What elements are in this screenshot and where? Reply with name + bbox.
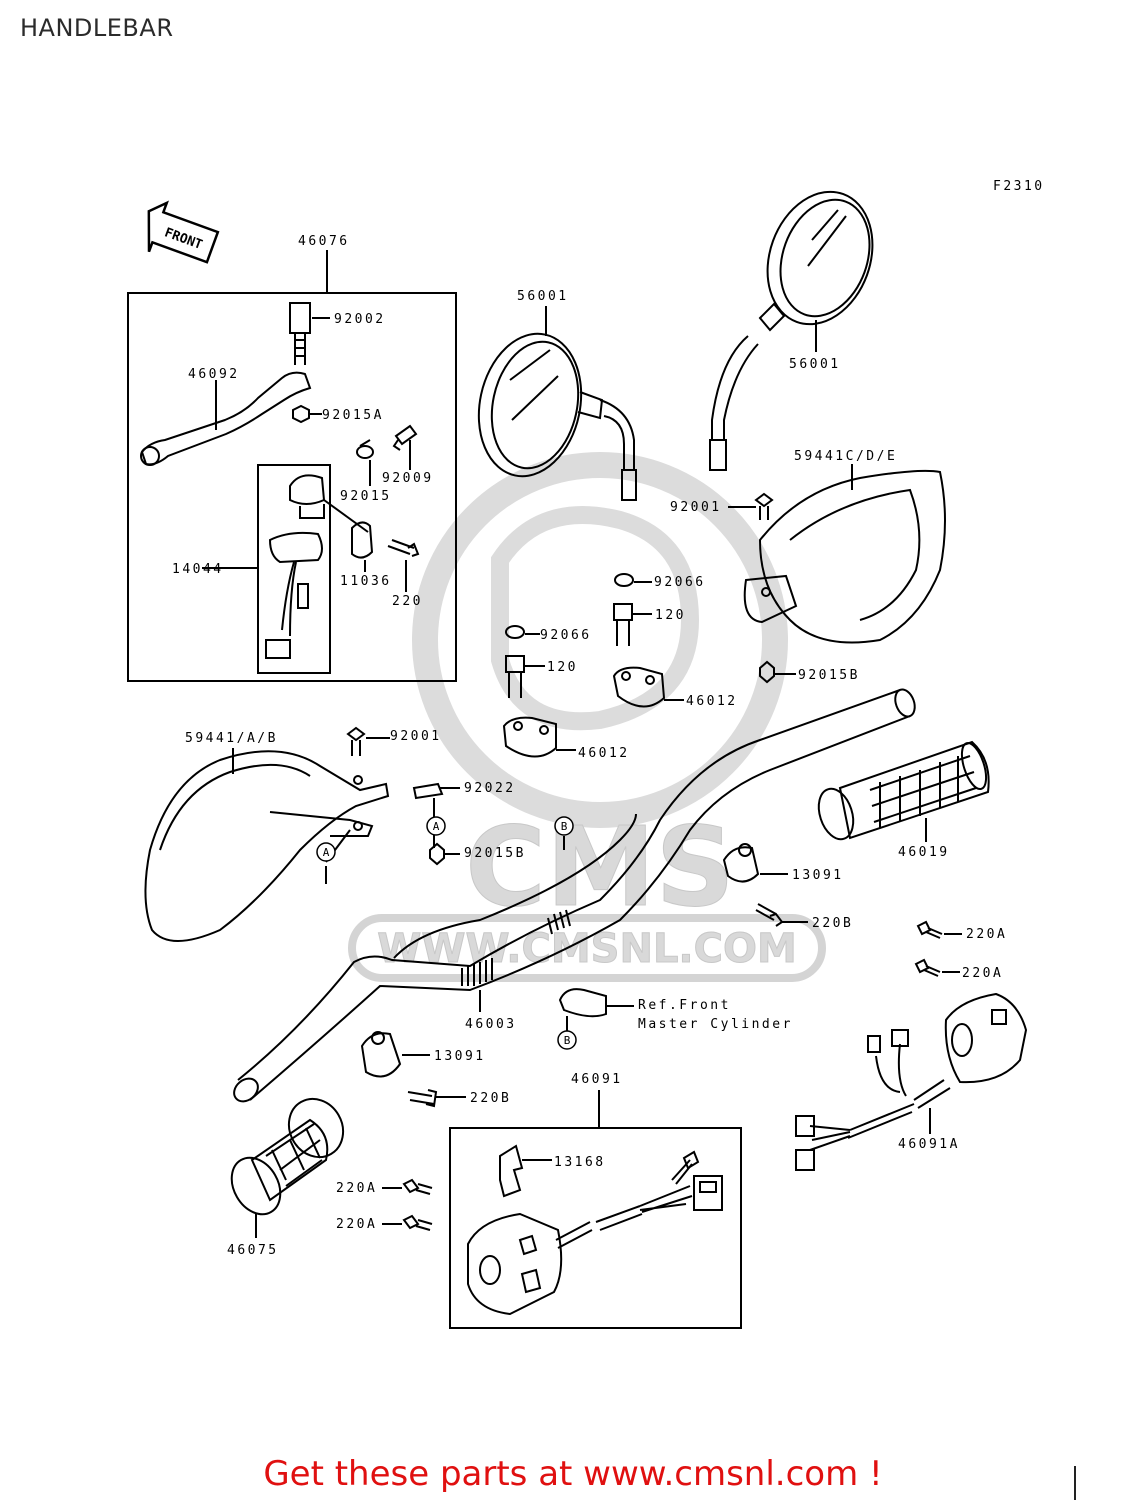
label-120-a: 120 — [655, 608, 686, 623]
label-220: 220 — [392, 594, 423, 609]
label-13091-right: 13091 — [792, 868, 844, 883]
label-220A-l2: 220A — [336, 1217, 377, 1232]
throttle-housing-left — [360, 1031, 466, 1108]
label-46075: 46075 — [227, 1243, 279, 1258]
label-220A-r2: 220A — [962, 966, 1003, 981]
label-220A-l1: 220A — [336, 1181, 377, 1196]
screws-220A-left — [382, 1178, 433, 1231]
label-46091A: 46091A — [898, 1137, 960, 1152]
right-throttle-grip — [817, 740, 990, 842]
label-92001-right: 92001 — [670, 500, 722, 515]
label-46012-b: 46012 — [578, 746, 630, 761]
label-11036: 11036 — [340, 574, 392, 589]
label-46076: 46076 — [298, 234, 350, 249]
label-220B-left: 220B — [470, 1091, 511, 1106]
label-220A-r1: 220A — [966, 927, 1007, 942]
label-46003: 46003 — [465, 1017, 517, 1032]
svg-text:A: A — [323, 846, 330, 859]
label-46012-a: 46012 — [686, 694, 738, 709]
svg-text:B: B — [564, 1034, 571, 1047]
label-92015A: 92015A — [322, 408, 384, 423]
watermark-url: WWW.CMSNL.COM — [377, 926, 797, 972]
screws-220A-right — [914, 920, 962, 977]
left-handguard — [144, 726, 390, 942]
label-46092: 46092 — [188, 367, 240, 382]
label-59441AB: 59441/A/B — [185, 731, 278, 746]
left-grip — [230, 1097, 345, 1238]
handlebar-clamps — [502, 573, 684, 758]
footer-promo-link[interactable]: Get these parts at www.cmsnl.com ! — [263, 1454, 883, 1494]
label-14044: 14044 — [172, 562, 224, 577]
front-arrow-icon: FRONT — [147, 200, 220, 264]
label-ref-front: Ref.Front — [638, 998, 731, 1013]
label-59441CDE: 59441C/D/E — [794, 449, 897, 464]
footer-divider — [1074, 1466, 1076, 1500]
page-title: HANDLEBAR — [20, 14, 174, 42]
label-120-b: 120 — [547, 660, 578, 675]
master-cylinder-clamp — [558, 988, 634, 1031]
svg-text:B: B — [561, 820, 568, 833]
label-master-cylinder: Master Cylinder — [638, 1017, 793, 1032]
label-92015: 92015 — [340, 489, 392, 504]
callout-a-lower: A — [316, 842, 336, 862]
callout-a-upper: A — [426, 816, 446, 836]
label-220B-right: 220B — [812, 916, 853, 931]
label-92066-a: 92066 — [654, 575, 706, 590]
cable-holder-parts — [412, 782, 460, 866]
label-13168: 13168 — [554, 1155, 606, 1170]
callout-b-upper: B — [554, 816, 574, 836]
right-switch-46091A — [795, 992, 1028, 1171]
label-56001-left: 56001 — [517, 289, 569, 304]
mirror-right — [709, 190, 874, 471]
figure-code: F2310 — [993, 179, 1045, 194]
cmsnl-watermark: CMS WWW.CMSNL.COM — [348, 452, 826, 982]
right-handguard — [728, 464, 946, 684]
label-46091: 46091 — [571, 1072, 623, 1087]
label-92002: 92002 — [334, 312, 386, 327]
clutch-lever-assembly-box — [127, 250, 457, 682]
label-92015B-mid: 92015B — [464, 846, 526, 861]
label-56001-right: 56001 — [789, 357, 841, 372]
svg-text:A: A — [433, 820, 440, 833]
label-92066-b: 92066 — [540, 628, 592, 643]
label-92001-left: 92001 — [390, 729, 442, 744]
watermark-brand: CMS — [465, 803, 734, 931]
throttle-housing-right — [722, 843, 808, 927]
label-92022: 92022 — [464, 781, 516, 796]
left-switch-assembly-box — [449, 1090, 742, 1329]
label-46019: 46019 — [898, 845, 950, 860]
label-92009: 92009 — [382, 471, 434, 486]
mirror-left — [477, 306, 637, 501]
callout-b-lower: B — [557, 1030, 577, 1050]
handlebar — [233, 688, 916, 1103]
label-92015B-right: 92015B — [798, 668, 860, 683]
label-13091-left: 13091 — [434, 1049, 486, 1064]
